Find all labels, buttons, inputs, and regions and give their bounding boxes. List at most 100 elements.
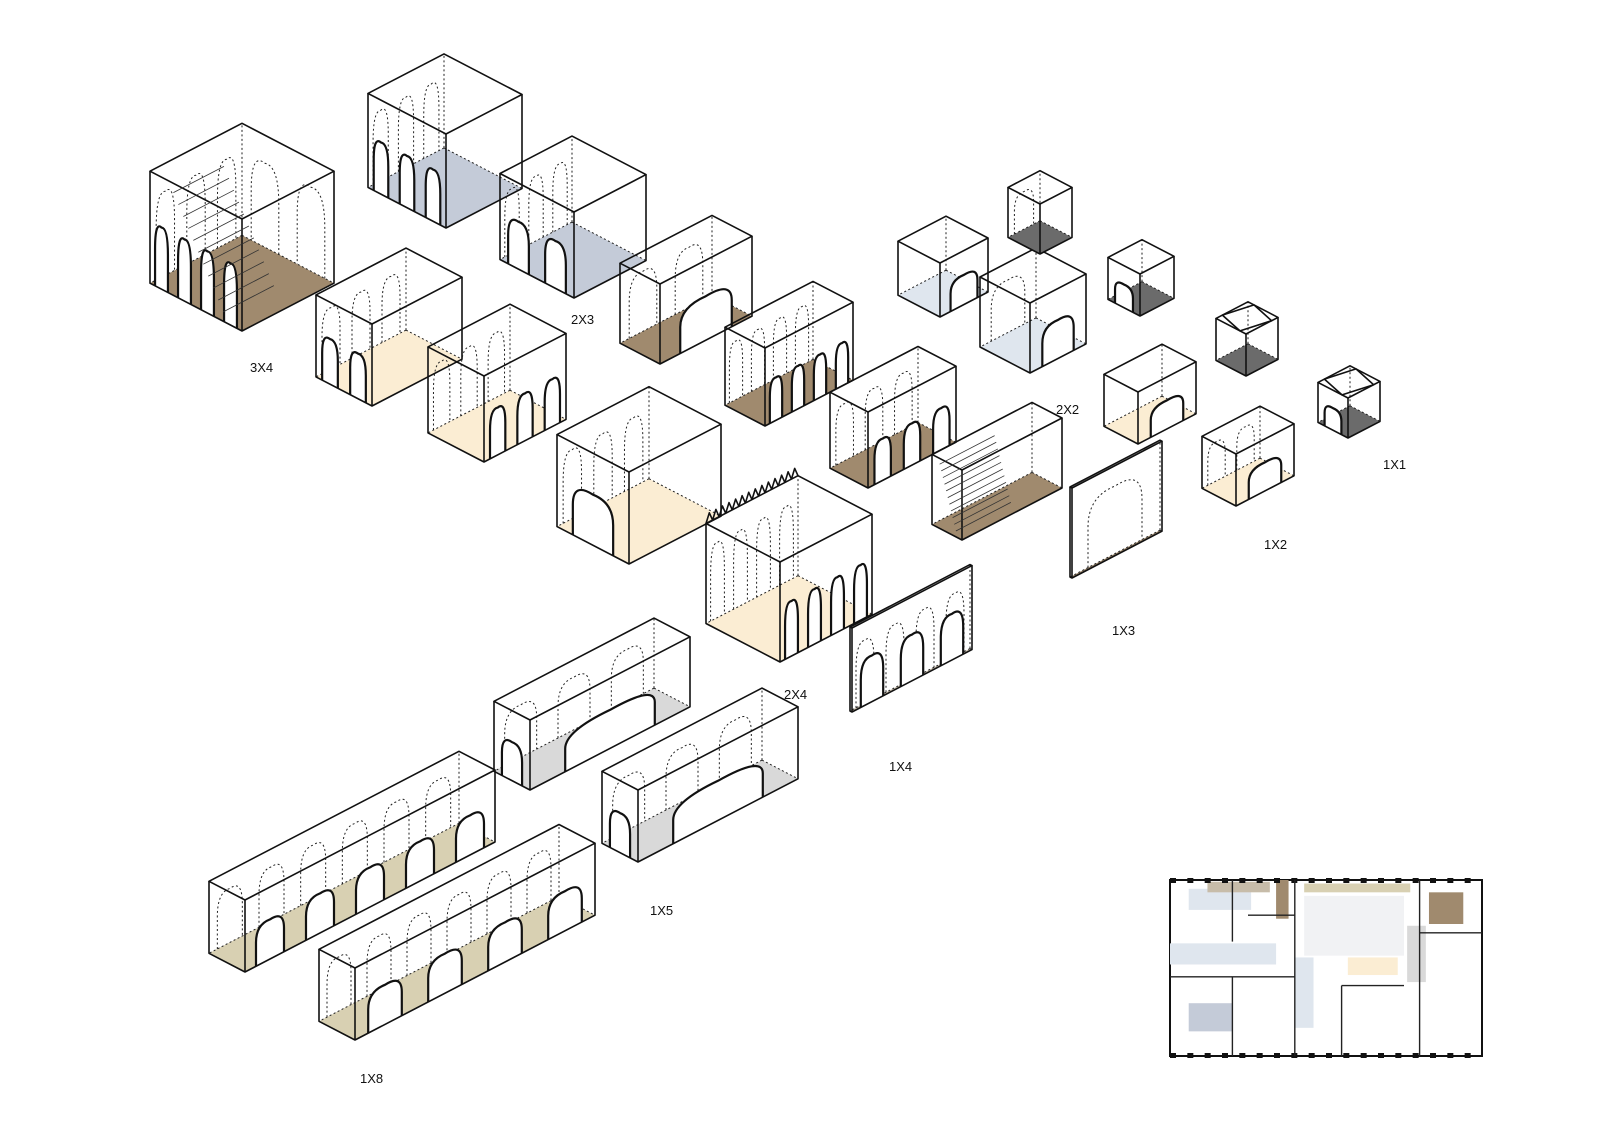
plan-wall-tick [1326, 1053, 1332, 1058]
module-1x8-arch [487, 917, 523, 971]
module-2x3-arch [544, 237, 567, 294]
module-2x4-arch [852, 562, 869, 624]
module-1x8-arch [547, 886, 583, 940]
plan-wall-tick [1256, 1053, 1263, 1058]
module-stair-stair-tread [941, 441, 997, 472]
module-2x2-cream-a-arch [321, 336, 339, 389]
module-2x2-cream-b-arch [516, 390, 534, 445]
label-1x1: 1X1 [1383, 457, 1406, 472]
module-2x2-b [979, 247, 1087, 374]
module-2x3-brown-b-arch [812, 352, 828, 401]
module-3x4-stair-tread [193, 213, 245, 241]
module-1x4-arch [939, 610, 965, 666]
module-stair-stair-tread [939, 435, 995, 465]
plan-wall-tick [1447, 878, 1454, 883]
module-3x4-back-arch [155, 189, 176, 280]
plan-wall-tick [1412, 878, 1419, 883]
module-1x8-arch [367, 979, 403, 1034]
plan-wall-tick [1343, 1053, 1350, 1058]
module-2x4-crenel [705, 511, 714, 524]
label-1x8: 1X8 [360, 1071, 383, 1086]
module-stair-stair-tread [952, 488, 1008, 518]
module-2x3-brown-back-arch [674, 244, 704, 315]
plan-zone [1428, 892, 1464, 924]
module-2x3-brown-c-hidden-edge [829, 422, 919, 469]
module-stair-top-edge [931, 401, 1063, 471]
module-2x4-top-edge [705, 474, 873, 563]
module-1x2-a-hidden-edge [1103, 395, 1163, 427]
module-1x5-arch [672, 764, 764, 844]
module-1x8-a-arch [404, 837, 436, 889]
plan-wall-tick [1360, 1053, 1367, 1058]
module-2x3-brown-b-back-arch [728, 339, 744, 403]
plan-wall-tick [1412, 1053, 1419, 1058]
module-1x8-a-back-arch [425, 777, 452, 841]
plan-wall-tick [1187, 878, 1194, 883]
module-2x2-dark-top-edge [1007, 169, 1073, 205]
module-2x2-cream-a-arch [349, 351, 367, 403]
module-1x1-dark-a [1107, 238, 1175, 317]
module-1x8-back-arch [526, 849, 552, 914]
module-3x4 [149, 122, 335, 332]
plan-wall-tick [1447, 1053, 1454, 1058]
module-stair-stair-tread [954, 495, 1010, 525]
module-2x3-brown-b [724, 280, 854, 427]
module-2x2-dark-hidden-edge [1039, 220, 1073, 238]
plan-zone [1347, 957, 1398, 976]
module-3x4-stair-tread [178, 177, 230, 205]
module-2x4-crenel [724, 501, 734, 514]
module-2x3-brown-arch [679, 288, 733, 354]
module-2x3-cream-c-back-arch [593, 431, 613, 508]
plan-wall-tick [1343, 878, 1350, 883]
module-1x2-a-top-edge [1103, 343, 1197, 393]
module-1x2-hidden-edge [1201, 457, 1261, 489]
module-2x3-top [367, 53, 523, 229]
plan-wall-tick [1395, 1053, 1402, 1058]
module-2x3-brown-c-back-arch [894, 370, 913, 435]
module-2x3-top-back-arch [423, 82, 440, 159]
module-2x3-top-hidden-edge [367, 147, 445, 188]
module-2x3-top-hidden-edge [443, 147, 523, 189]
plan-wall-tick [1170, 1053, 1176, 1058]
module-2x3-brown-b-arch [768, 375, 784, 424]
module-stair-stair-tread [947, 468, 1003, 498]
module-2x3-back-arch [552, 162, 568, 233]
module-2x2-cream-a-back-arch [381, 274, 401, 343]
module-2x4-crenel [770, 477, 780, 490]
module-1x8-a-arch [354, 863, 386, 915]
module-1x3-outline [1069, 441, 1163, 579]
module-2x3-brown-c-arch [932, 405, 951, 455]
module-3x4-arch [199, 249, 216, 317]
module-1x1-dark-b-hidden-edge [1247, 343, 1279, 360]
label-1x4: 1X4 [889, 759, 912, 774]
module-1x1-dark-b [1215, 300, 1279, 377]
module-2x2-cream-a-back-arch [321, 305, 341, 374]
plan-wall-tick [1239, 878, 1246, 883]
module-2x2-cream-b [427, 303, 567, 463]
module-stair-hidden-edge [1031, 471, 1063, 489]
module-2x3-brown-b-back-arch [794, 305, 810, 369]
plan-wall-tick [1430, 878, 1436, 883]
module-1x1-top-edge [1317, 364, 1381, 399]
module-1x3-hidden-edge [1069, 529, 1161, 578]
module-3x4-back-arch [296, 184, 326, 279]
module-2x2-dark-hidden-edge [1007, 220, 1041, 238]
module-1x5-back-arch [612, 771, 646, 838]
floor-plan-keymap [1169, 878, 1483, 1058]
module-2x3-brown-back-arch [628, 267, 658, 339]
module-2x4-crenel [790, 467, 799, 480]
module-2x3-brown-c-back-arch [835, 401, 854, 466]
module-2x2-cream-b-hidden-edge [509, 389, 567, 420]
plan-wall-tick [1204, 1053, 1211, 1058]
module-stair [931, 401, 1063, 541]
module-1x8-a-back-arch [216, 885, 243, 949]
module-2x4-back-arch [779, 504, 794, 586]
module-2x4-crenel [751, 488, 760, 500]
module-2x2-cream-b-hidden-edge [427, 389, 511, 434]
plan-wall-tick [1378, 1053, 1384, 1058]
module-2x3-cream-c-back-arch [623, 415, 644, 492]
module-2x4-arch [829, 574, 846, 636]
module-1x8-a-back-arch [258, 863, 285, 928]
module-1x8-a-arch [254, 915, 286, 967]
